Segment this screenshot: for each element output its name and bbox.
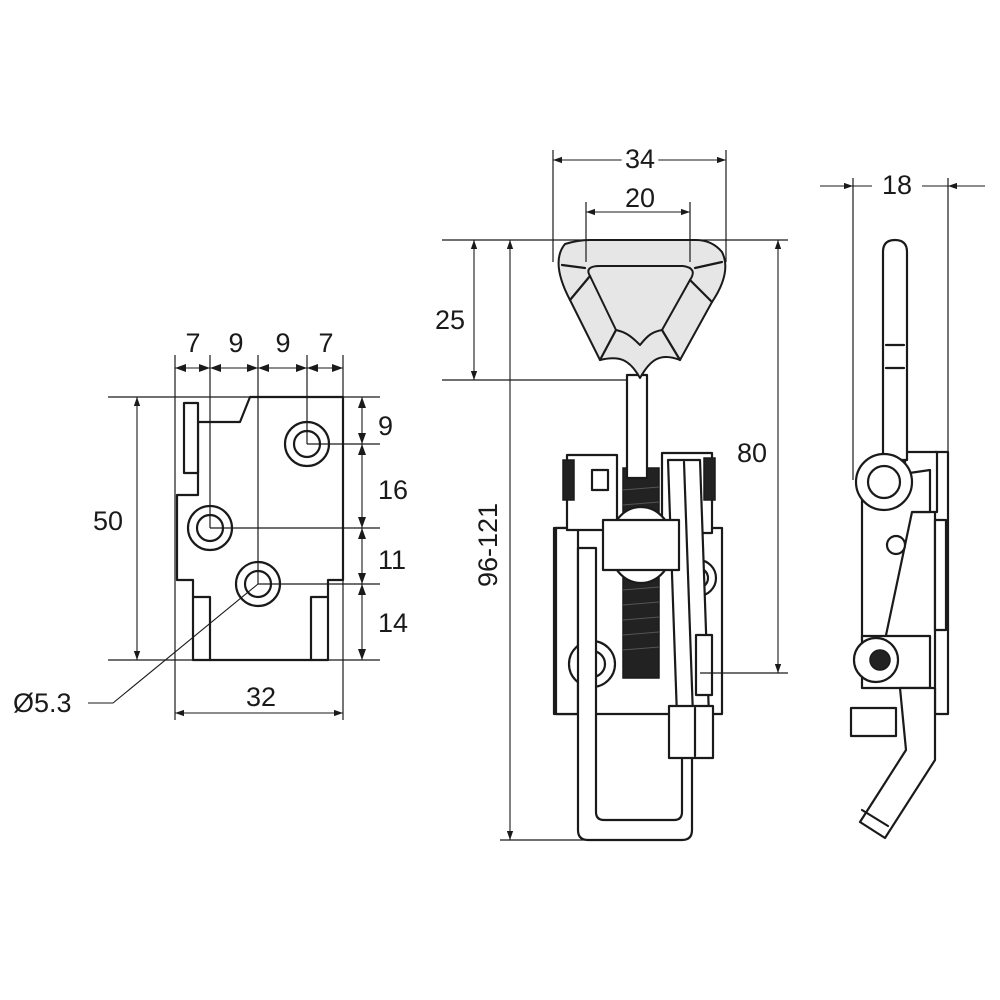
front-top-width-dimension: 34 [553,140,726,178]
dim-side-depth: 18 [882,170,912,200]
base-plate-view: 7 9 9 7 9 16 11 14 50 [13,328,408,720]
front-loop-rod [625,373,649,480]
dim-base-height: 50 [93,506,123,536]
base-width-dimension: 32 [175,682,343,717]
hole-diameter-leader: Ø5.3 [13,583,259,718]
front-extension-lines [442,150,788,841]
front-keeper-block [667,704,715,760]
front-trunnion-block [601,518,681,572]
front-stud-small [590,468,610,492]
front-base-edge [554,526,580,716]
base-flange-tab [182,401,200,475]
front-handle-height-dimension: 25 [435,240,478,380]
side-keeper-block [849,706,898,738]
dim-hole-diameter: Ø5.3 [13,688,72,718]
front-rivet-left [562,459,575,501]
dim-base-w1: 7 [185,328,200,358]
dim-front-range: 96-121 [473,503,503,587]
base-height-dimension: 50 [93,397,141,660]
front-rivet-right [703,457,716,501]
side-extension-lines [852,178,949,480]
front-view: 34 20 25 96-121 80 [435,140,788,842]
front-range-dimension: 96-121 [473,240,514,840]
side-handle-rod [881,238,909,462]
base-right-dimension: 9 16 11 14 [358,397,408,660]
front-lever-plate-inner [682,460,696,746]
side-plate-strip [933,518,948,632]
front-lever-tab [694,633,714,697]
side-lever-tip-line [860,808,890,828]
front-height-dimension: 80 [733,240,782,673]
side-view: 18 [820,170,985,840]
dim-base-w2: 9 [228,328,243,358]
base-left-slot [191,595,212,662]
side-pivot-hole [866,464,902,500]
base-right-slot [309,595,330,662]
front-inner-width-dimension: 20 [586,183,690,216]
dim-base-h4: 14 [378,608,408,638]
base-extension-lines [108,355,380,720]
front-loop-handle [557,239,727,379]
dim-base-h1: 9 [378,411,393,441]
front-loop-segments [560,260,724,362]
dim-base-w4: 7 [318,328,333,358]
dim-base-h3: 11 [378,545,406,575]
side-depth-dimension: 18 [820,170,985,200]
dim-front-inner-width: 20 [625,183,655,213]
side-lever-tip [858,686,937,840]
side-lower-pin [869,649,891,671]
dim-front-height: 80 [737,438,767,468]
dim-base-h2: 16 [378,475,408,505]
side-small-hole [885,534,907,556]
dim-base-w3: 9 [275,328,290,358]
dim-base-width: 32 [246,682,276,712]
base-top-dimension: 7 9 9 7 [175,328,343,372]
dim-front-handle-height: 25 [435,305,465,335]
dim-front-top-width: 34 [625,144,655,174]
